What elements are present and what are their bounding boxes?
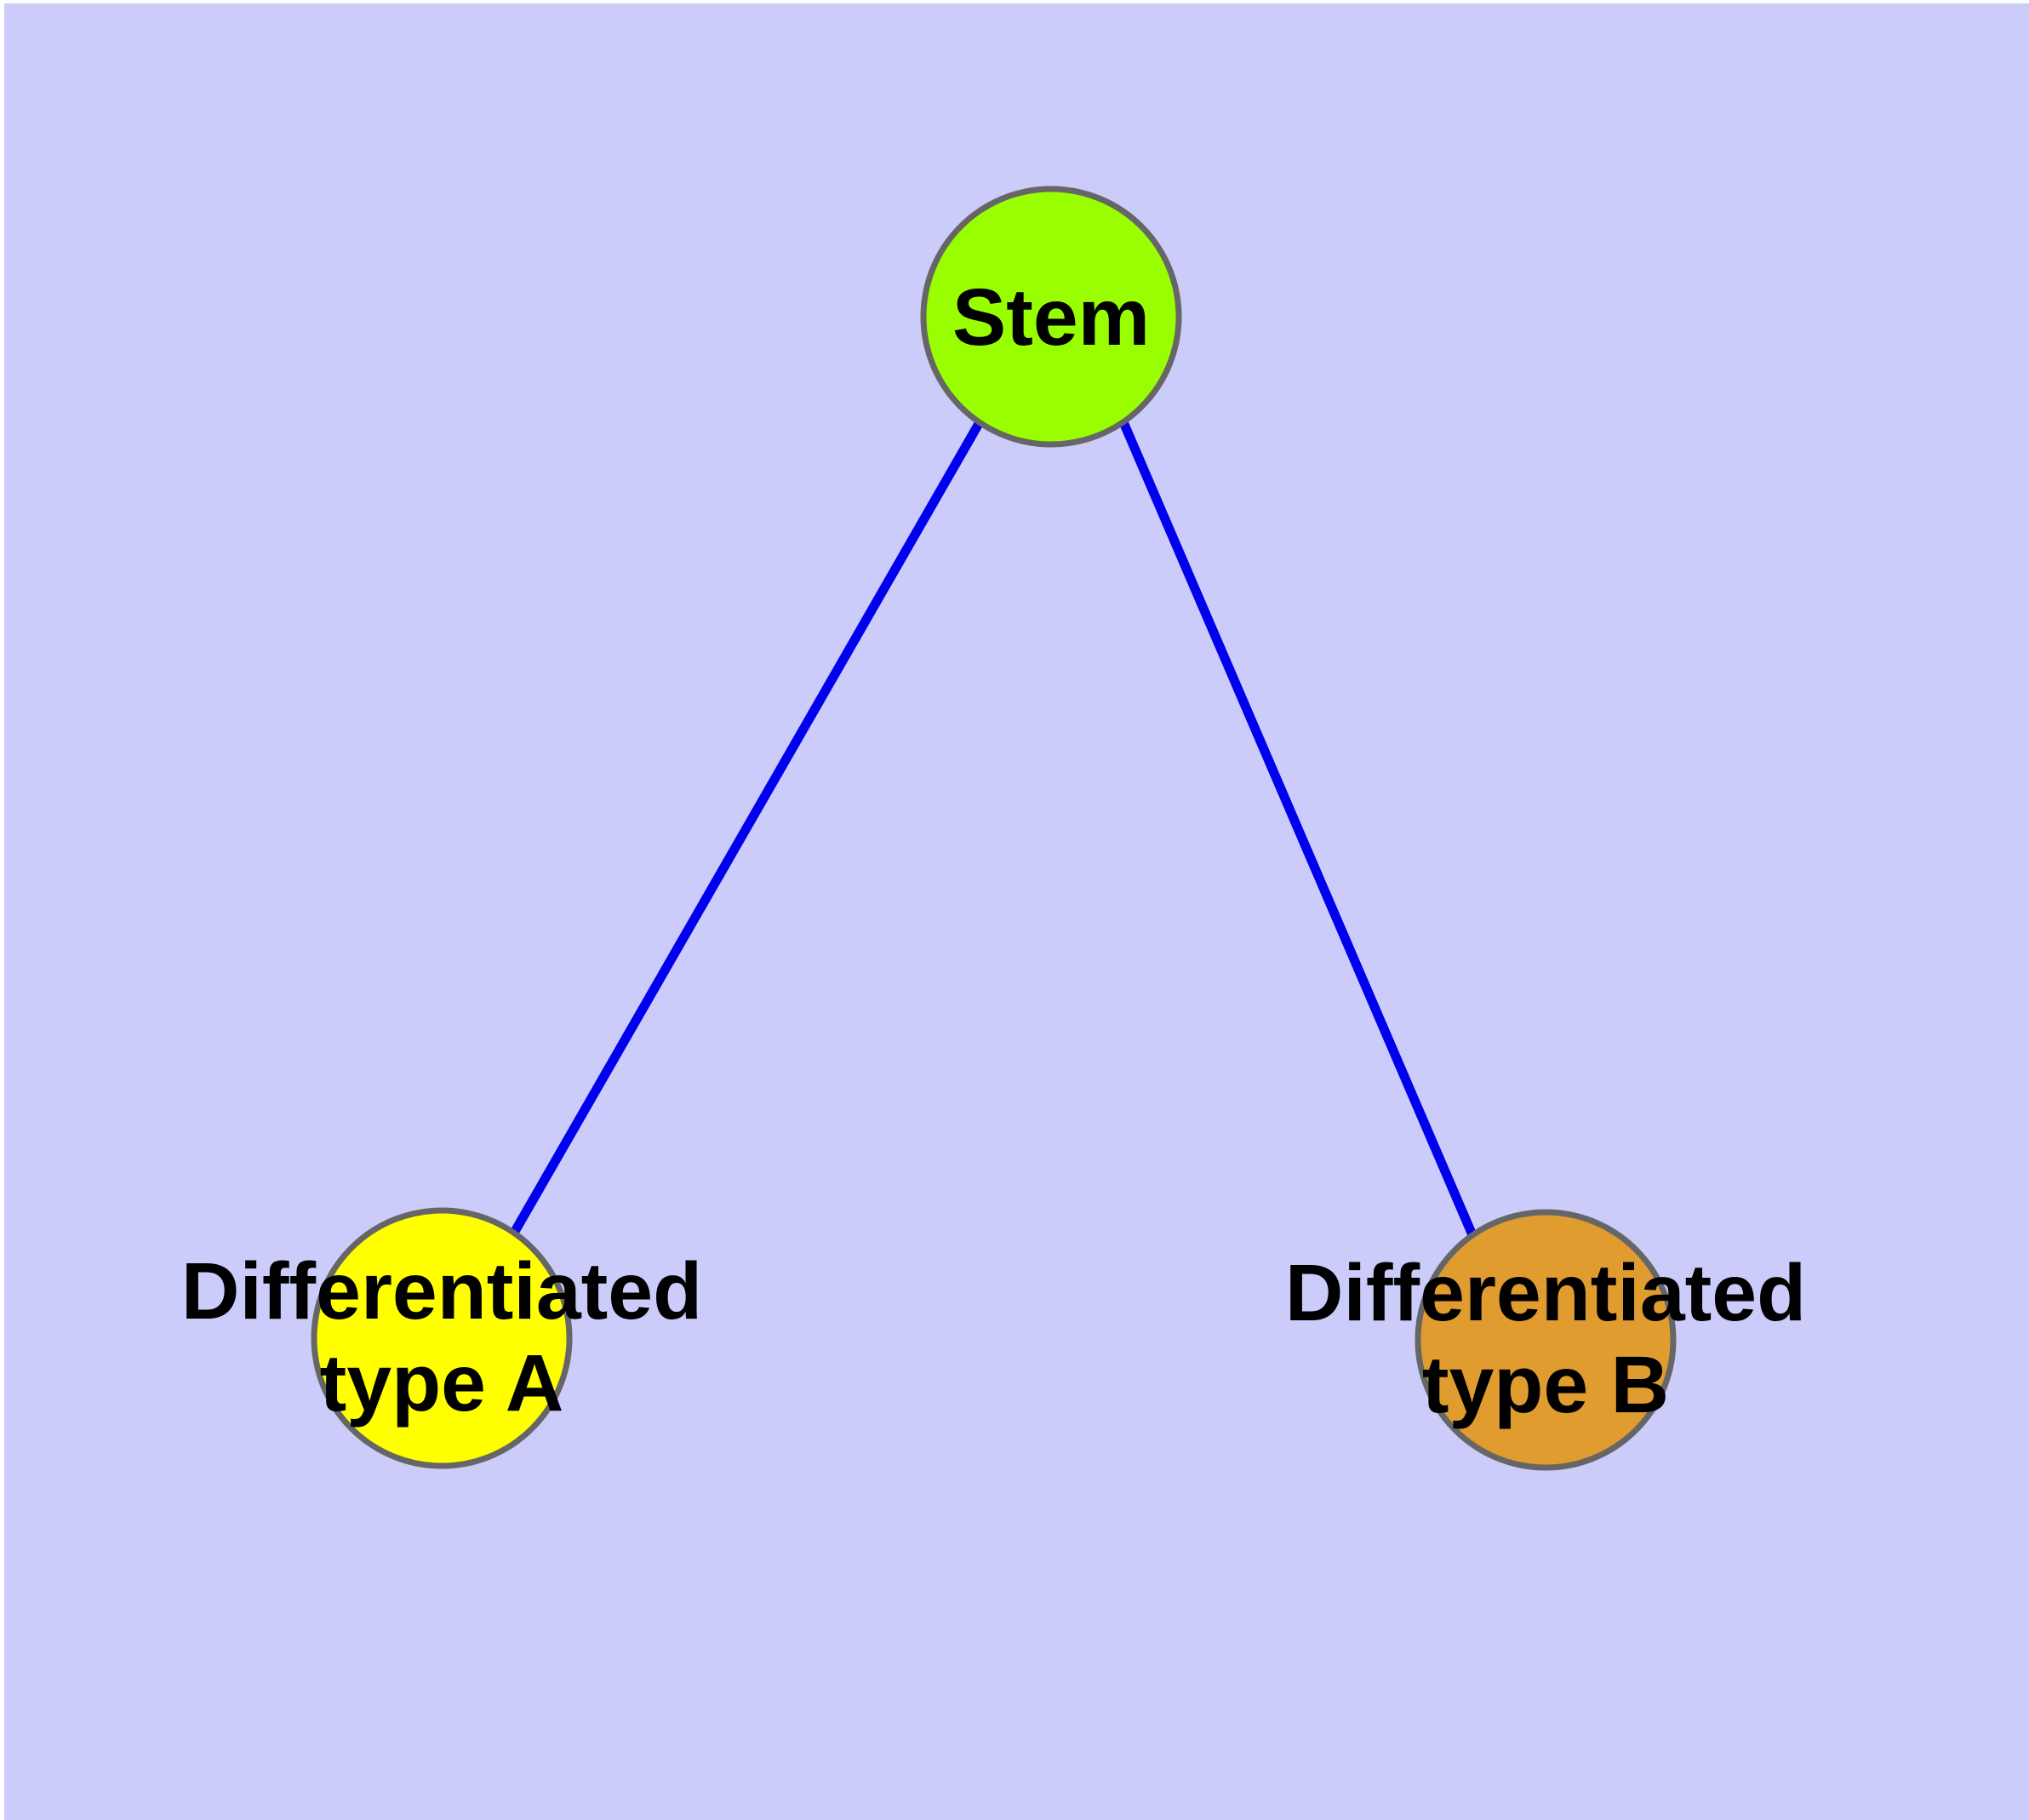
edge-stem-to-differentiated-b[interactable]: [1118, 420, 1478, 1239]
node-label-differentiated-b-line2: type B: [1422, 1340, 1669, 1430]
node-circle-stem[interactable]: [920, 186, 1182, 448]
node-differentiated-type-a[interactable]: Differentiated type A: [181, 1207, 702, 1469]
node-label-differentiated-a-line1: Differentiated: [181, 1246, 702, 1336]
edge-stem-to-differentiated-a[interactable]: [509, 420, 984, 1237]
node-label-stem-line1: Stem: [952, 272, 1150, 363]
node-differentiated-type-b[interactable]: Differentiated type B: [1285, 1209, 1806, 1471]
node-circle-differentiated-a[interactable]: [311, 1207, 573, 1469]
node-label-differentiated-a-line2: type A: [320, 1338, 564, 1428]
node-label-differentiated-b-line1: Differentiated: [1285, 1248, 1806, 1338]
edge-group: [509, 420, 1478, 1239]
node-stem[interactable]: Stem: [920, 186, 1182, 448]
node-circle-differentiated-b[interactable]: [1415, 1209, 1677, 1471]
